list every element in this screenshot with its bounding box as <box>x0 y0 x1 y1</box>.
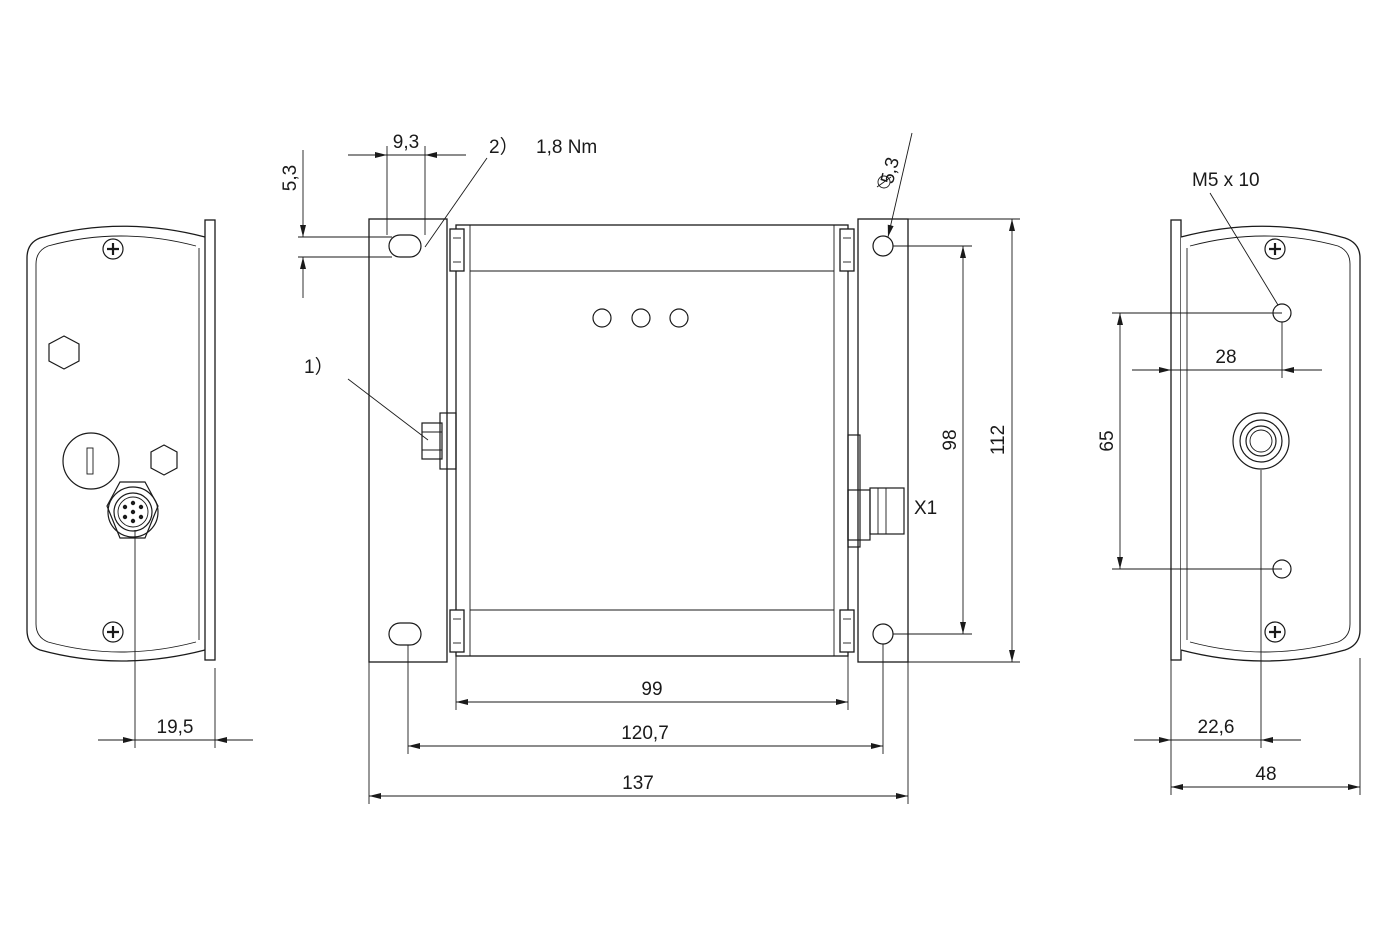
right-mount-plate <box>857 218 909 663</box>
dim-hole-diameter: 5,3 <box>877 155 904 186</box>
led-indicator-icon <box>592 308 612 328</box>
left-flange <box>204 219 216 661</box>
torque-value: 1,8 Nm <box>536 137 597 158</box>
pressure-plug-icon <box>421 412 457 470</box>
hex-plug-icon <box>150 444 178 476</box>
connector-x1-icon <box>847 434 905 548</box>
dim-thread-pitch: 65 <box>1097 430 1118 451</box>
dim-right-offset: 22,6 <box>1198 717 1235 738</box>
dim-overall-width: 137 <box>622 773 654 794</box>
left-slot-bottom <box>388 622 422 646</box>
cover-cap-icon <box>62 432 120 490</box>
diameter-symbol-icon <box>876 175 892 189</box>
callout-1: 1） <box>304 356 334 378</box>
dim-hole-pitch-h: 120,7 <box>621 723 669 744</box>
dim-depth: 48 <box>1255 764 1276 785</box>
dim-slot-height: 5,3 <box>280 165 301 191</box>
thread-spec: M5 x 10 <box>1192 170 1260 191</box>
label-connector: X1 <box>914 498 937 519</box>
right-flange <box>1170 219 1182 661</box>
left-side-view: 19,5 <box>26 219 253 748</box>
dim-thread-offset: 28 <box>1215 347 1236 368</box>
callout-2: 2） <box>489 136 519 158</box>
dim-slot-width: 9,3 <box>393 132 419 153</box>
right-housing <box>1180 225 1361 662</box>
right-side-view: M5 x 10 28 65 22,6 48 <box>1097 170 1361 795</box>
front-view: X1 1） 5,3 9,3 2） 1,8 Nm 5,3 98 <box>280 132 1020 804</box>
led-indicator-icon <box>669 308 689 328</box>
dim-hole-pitch-v: 98 <box>940 429 961 450</box>
dim-body-width: 99 <box>641 679 662 700</box>
dim-left-offset: 19,5 <box>157 717 194 738</box>
pressure-port-icon <box>1232 412 1290 470</box>
left-mount-plate <box>368 218 448 663</box>
led-indicator-icon <box>631 308 651 328</box>
left-slot-top <box>388 234 422 258</box>
main-housing <box>455 224 849 657</box>
m12-connector-icon <box>106 481 159 539</box>
hex-plug-icon <box>48 335 80 370</box>
left-housing <box>26 225 206 662</box>
dim-overall-height: 112 <box>988 425 1009 455</box>
